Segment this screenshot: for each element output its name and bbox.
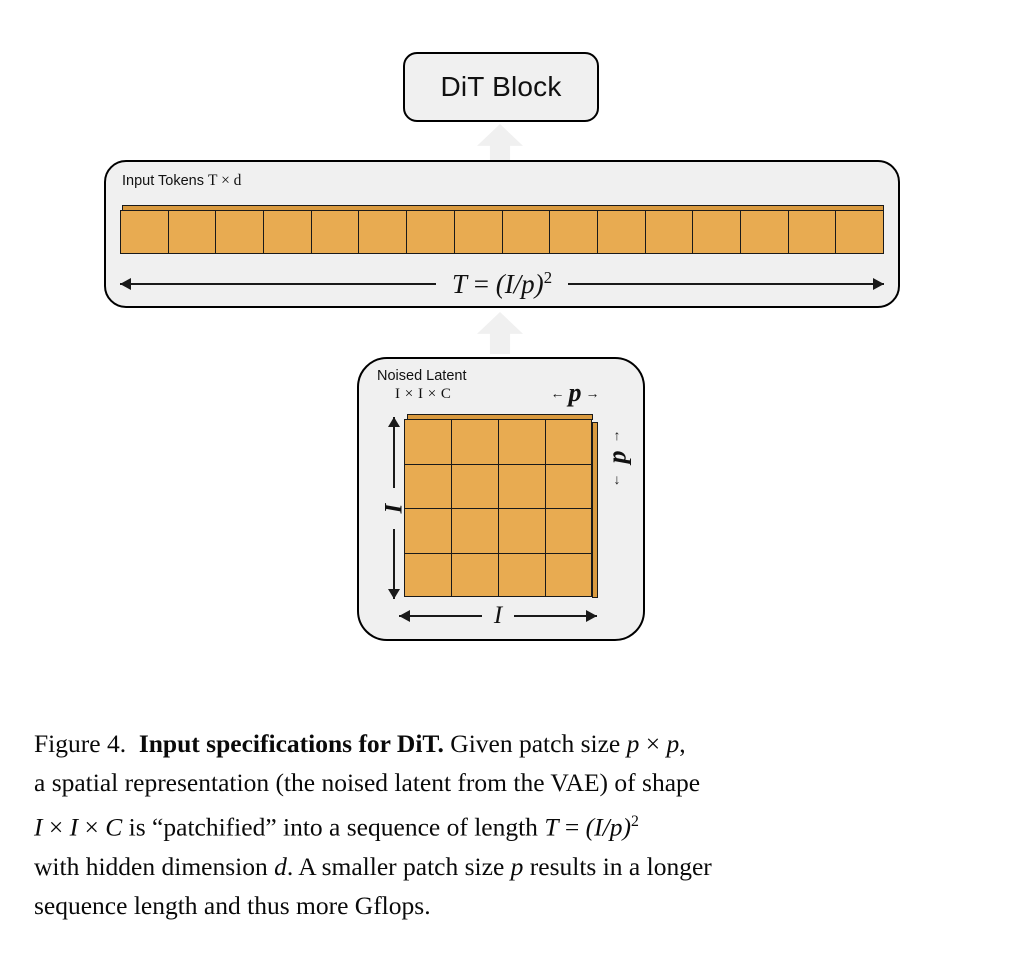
caption-var-p3: p [510,851,524,881]
token-cell [167,210,216,254]
caption-expr: (I/p) [585,812,631,842]
latent-patch-grid [404,414,598,598]
token-cell [692,210,740,254]
dimension-arrow-down [389,528,399,599]
caption-times-1: × [639,729,667,758]
caption-times-2: × [42,812,70,842]
latent-patch-cell [498,552,545,597]
token-cell [835,210,884,254]
caption-figure-number: Figure 4. [34,729,127,758]
token-cell [310,210,359,254]
caption-line4-e: results in a longer [523,851,712,881]
latent-patch-cell [545,463,592,508]
sequence-length-dimension: T = (I/p)2 [120,266,884,302]
latent-patch-cell [498,419,545,464]
token-cell [739,210,788,254]
dimension-arrow-right [568,279,884,289]
caption-line-1: Figure 4. Input specifications for DiT. … [34,724,978,763]
caption-line3-text: is “patchified” into a sequence of lengt… [122,812,545,842]
latent-patch-cell [404,419,451,464]
token-cell [501,210,550,254]
latent-patch-cell [451,463,498,508]
latent-patch-cell [545,508,592,553]
input-tokens-title-text: Input Tokens [122,173,208,189]
dimension-arrow-left [120,279,436,289]
formula-expr: (I/p) [495,269,544,299]
caption-var-p2: p [666,729,680,758]
dimension-arrow-up [389,417,399,488]
dit-block[interactable]: DiT Block [403,52,599,122]
token-cell [263,210,311,254]
noised-latent-title-text: Noised Latent [377,368,467,384]
caption-line-2: a spatial representation (the noised lat… [34,768,701,797]
figure-caption: Figure 4. Input specifications for DiT. … [34,724,978,925]
token-cell [549,210,597,254]
latent-patch-cell [545,552,592,597]
caption-var-t: T [544,812,559,842]
caption-times-3: × [78,812,106,842]
noised-latent-title: Noised Latent I × I × C [377,367,466,404]
token-cell [215,210,264,254]
latent-patch-cell [545,419,592,464]
formula-equals: = [466,269,496,299]
arrow-up-icon: ↑ [613,427,621,443]
token-cell [787,210,836,254]
noised-latent-subtitle: I × I × C [395,386,452,403]
latent-width-label: I [493,602,503,629]
caption-line4-c: . A smaller patch size [286,851,511,881]
latent-height-dimension: I [380,417,407,599]
caption-line-5: sequence length and thus more Gflops. [34,890,431,920]
patch-height-annotation: ↑ p ↓ [602,415,632,499]
input-tokens-title: Input Tokens T × d [122,172,241,190]
latent-patch-cell [451,552,498,597]
token-cell [406,210,454,254]
latent-patch-cell [451,508,498,553]
caption-exponent: 2 [630,813,639,830]
dit-block-label: DiT Block [440,71,562,102]
token-cell [358,210,407,254]
token-cell [453,210,502,254]
arrow-down-icon: ↓ [613,471,621,487]
caption-var-c: C [105,812,123,842]
token-cell [644,210,693,254]
caption-line1-end: , [679,729,686,758]
token-strip [120,205,884,254]
caption-line-3: I × I × C is “patchified” into a sequenc… [34,802,978,847]
latent-patch-cell [498,463,545,508]
caption-line1-rest: Given patch size [443,729,627,758]
arrow-left-icon: ← [550,385,565,401]
caption-line4-a: with hidden dimension [34,851,275,881]
patch-width-label: p [568,378,582,407]
caption-equals: = [558,812,586,842]
latent-patch-cell [404,508,451,553]
patch-height-label: p [602,450,631,464]
latent-width-dimension: I [399,601,598,631]
latent-patch-cell [404,552,451,597]
caption-var-d: d [274,851,287,881]
input-tokens-panel: Input Tokens T × d T = (I/p)2 [104,160,900,308]
caption-line-4: with hidden dimension d. A smaller patch… [34,847,978,886]
input-tokens-dims: T × d [208,172,242,189]
noised-latent-panel: Noised Latent I × I × C ← p → ↑ p ↓ I [357,357,645,641]
sequence-length-formula: T = (I/p)2 [436,268,568,300]
patch-width-annotation: ← p → [536,380,614,406]
caption-var-i2: I [69,812,79,842]
token-cell [120,210,168,254]
caption-var-p1: p [626,729,640,758]
caption-bold-title: Input specifications for DiT. [138,729,444,758]
formula-t: T [451,269,467,299]
caption-var-i1: I [34,812,43,842]
dimension-arrow-left [399,611,482,621]
token-cell [596,210,645,254]
latent-patch-cell [404,463,451,508]
up-arrow-to-input-tokens [477,312,523,354]
latent-patch-cell [451,419,498,464]
formula-exponent: 2 [543,268,553,287]
latent-patch-cell [498,508,545,553]
dimension-arrow-right [514,611,598,621]
arrow-right-icon: → [585,385,600,401]
